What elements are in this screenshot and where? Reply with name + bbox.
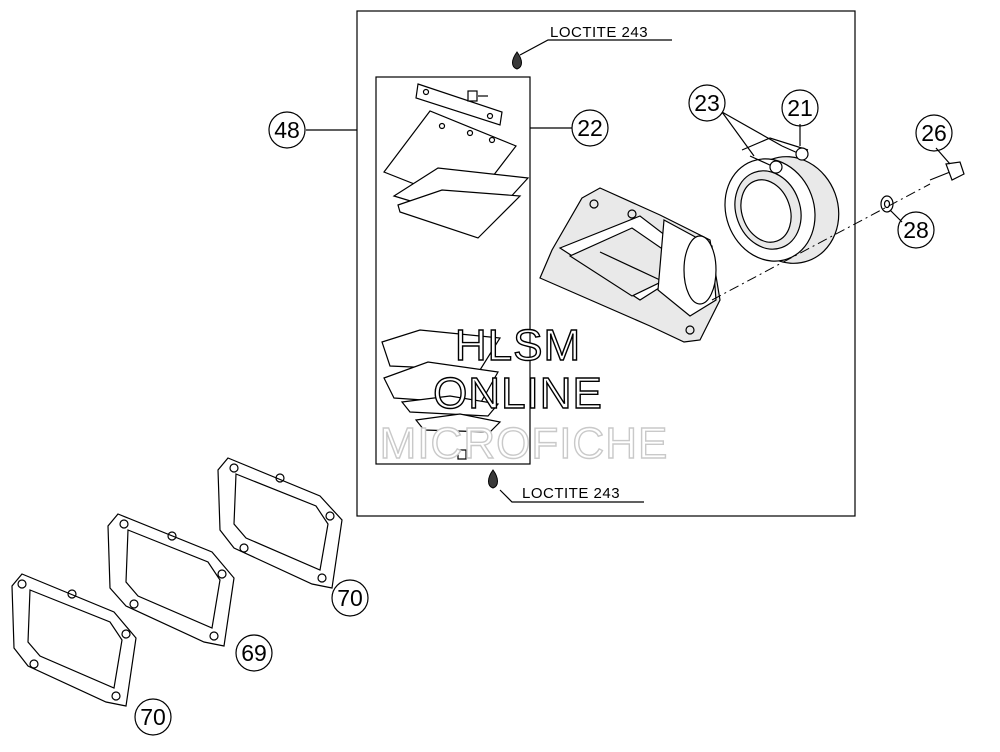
reed-valve-cage <box>539 187 721 343</box>
assembly-22-frame <box>375 76 531 465</box>
assembly-48-frame <box>356 10 856 517</box>
watermark-line3: MICROFICHE <box>380 419 669 468</box>
loctite-note-top: LOCTITE 243 <box>550 24 648 41</box>
callout-23: 23 <box>688 84 726 122</box>
loctite-note-bottom: LOCTITE 243 <box>522 485 620 502</box>
gasket-69 <box>107 513 235 647</box>
callout-48: 48 <box>268 111 306 149</box>
reed-plate-lower <box>381 329 502 433</box>
callout-48-label: 48 <box>274 117 300 143</box>
loctite-drop-bottom-icon <box>488 469 498 489</box>
callout-26-label: 26 <box>921 120 947 146</box>
watermark-line1: HLSM <box>455 321 581 370</box>
watermark-line2: ONLINE <box>433 369 603 418</box>
intake-flange <box>724 137 840 264</box>
assembly-centerline <box>711 183 931 301</box>
callout-70-bottom-label: 70 <box>140 704 166 730</box>
callout-26: 26 <box>915 114 953 152</box>
callout-21-label: 21 <box>787 95 813 121</box>
callout-69-label: 69 <box>241 640 267 666</box>
reed-screw-bottom <box>457 449 467 460</box>
callout-70-bottom: 70 <box>134 698 172 736</box>
callout-69: 69 <box>235 634 273 672</box>
callout-70-top-label: 70 <box>337 585 363 611</box>
reed-screw-top <box>467 90 488 102</box>
clamp-screw-a <box>749 155 783 174</box>
bolt-26 <box>929 161 965 181</box>
callout-22: 22 <box>571 109 609 147</box>
callout-70-top: 70 <box>331 579 369 617</box>
callout-28-label: 28 <box>903 217 929 243</box>
callout-22-label: 22 <box>577 115 603 141</box>
leader-loctite-top <box>519 39 672 56</box>
leader-23a <box>721 111 755 157</box>
loctite-drop-top-icon <box>512 51 522 70</box>
gasket-70-top <box>217 457 343 589</box>
washer-28 <box>880 195 894 213</box>
leader-23b <box>721 111 783 147</box>
reed-plate-upper <box>383 83 530 239</box>
callout-23-label: 23 <box>694 90 720 116</box>
gasket-70-bottom <box>11 573 137 707</box>
leader-loctite-bottom <box>499 489 644 503</box>
callout-28: 28 <box>897 211 935 249</box>
clamp-screw-b <box>781 145 809 161</box>
callout-21: 21 <box>781 89 819 127</box>
leader-28 <box>889 209 903 223</box>
